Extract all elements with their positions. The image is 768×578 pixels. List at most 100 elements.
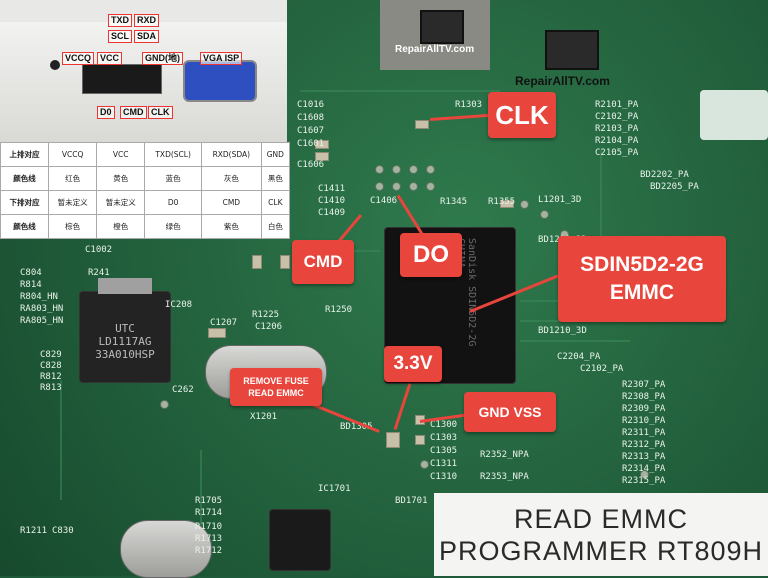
- crystal-oscillator-2: [120, 520, 212, 578]
- silk-r2315: R2315_PA: [622, 476, 666, 486]
- vga-port: [183, 60, 257, 102]
- callout-emmc-line2: EMMC: [609, 281, 675, 304]
- trace: [520, 340, 630, 342]
- silk-c830: C830: [52, 526, 74, 536]
- silk-r2104: R2104_PA: [595, 136, 639, 146]
- pin-label-d0: D0: [97, 106, 115, 119]
- silk-x1201: X1201: [250, 412, 278, 422]
- silk-c2102: C2102_PA: [580, 364, 624, 374]
- led-hole: [50, 60, 60, 70]
- table-cell: 黑色: [260, 166, 291, 191]
- silk-l1201: L1201_3D: [538, 195, 582, 205]
- silk-c1311: C1311: [430, 459, 458, 469]
- table-cell: D0: [144, 190, 202, 215]
- table-cell: 颜色线: [0, 214, 50, 239]
- table-cell: 橙色: [96, 214, 146, 239]
- trace: [60, 380, 62, 500]
- silk-r804: R804_HN: [20, 292, 58, 302]
- qfn-chip: [270, 510, 330, 570]
- title-banner: READ EMMC PROGRAMMER RT809H: [434, 493, 768, 576]
- callout-do: DO: [400, 233, 462, 277]
- table-cell: 颜色线: [0, 166, 50, 191]
- silk-c804: C804: [20, 268, 42, 278]
- callout-fuse-line1: REMOVE FUSE: [243, 376, 309, 386]
- silk-bd2205: BD2205_PA: [650, 182, 699, 192]
- callout-3v3: 3.3V: [384, 346, 442, 382]
- table-cell: 灰色: [200, 166, 262, 191]
- callout-emmc: SDIN5D2-2G EMMC: [558, 236, 726, 322]
- silk-r812: R812: [40, 372, 62, 382]
- silk-r2308: R2308_PA: [622, 392, 666, 402]
- watermark-tv-logo-right: [545, 30, 599, 70]
- callout-clk: CLK: [488, 92, 556, 138]
- silk-r1713: R1713: [195, 534, 223, 544]
- silk-bd2202: BD2202_PA: [640, 170, 689, 180]
- callout-fuse: REMOVE FUSE READ EMMC: [230, 368, 322, 406]
- table-row: 颜色线棕色橙色绿色紫色白色: [0, 214, 291, 239]
- trace: [200, 450, 202, 550]
- silk-r1705: R1705: [195, 496, 223, 506]
- silk-c262: C262: [172, 385, 194, 395]
- silk-bd1210: BD1210_3D: [538, 326, 587, 336]
- silk-r2314: R2314_PA: [622, 464, 666, 474]
- silk-r1714: R1714: [195, 508, 223, 518]
- silk-c1002: C1002: [85, 245, 113, 255]
- regulator-code: 33A010HSP: [95, 348, 155, 361]
- silk-r1355: R1355: [488, 197, 516, 207]
- silk-c1411: C1411: [318, 184, 346, 194]
- silk-c1608: C1608: [297, 113, 325, 123]
- pin-label-txd: TXD: [108, 14, 132, 27]
- silk-c1409: C1409: [318, 208, 346, 218]
- silk-c1206: C1206: [255, 322, 283, 332]
- table-cell: CMD: [200, 190, 262, 215]
- silk-r241: R241: [88, 268, 110, 278]
- table-cell: 蓝色: [144, 166, 202, 191]
- silk-c1410: C1410: [318, 196, 346, 206]
- table-cell: 下排对应: [0, 190, 50, 215]
- silk-r814: R814: [20, 280, 42, 290]
- regulator-brand: UTC: [115, 322, 135, 335]
- silk-r2307: R2307_PA: [622, 380, 666, 390]
- silk-c1406: C1406: [370, 196, 398, 206]
- title-line1: READ EMMC: [513, 503, 688, 534]
- table-cell: 黄色: [96, 166, 146, 191]
- silk-r813: R813: [40, 383, 62, 393]
- silk-c1607: C1607: [297, 126, 325, 136]
- silk-c1300: C1300: [430, 420, 458, 430]
- silk-c2204: C2204_PA: [557, 352, 601, 362]
- silk-r2313: R2313_PA: [622, 452, 666, 462]
- callout-emmc-line1: SDIN5D2-2G: [580, 253, 704, 276]
- table-cell: 红色: [48, 166, 98, 191]
- table-cell: 暂未定义: [96, 190, 146, 215]
- silk-c1016: C1016: [297, 100, 325, 110]
- watermark-text-right: RepairAllTV.com: [515, 74, 610, 88]
- silk-r1303: R1303: [455, 100, 483, 110]
- silk-ic208: IC208: [165, 300, 193, 310]
- silk-r1710: R1710: [195, 522, 223, 532]
- silk-c2105: C2105_PA: [595, 148, 639, 158]
- table-cell: 棕色: [48, 214, 98, 239]
- silk-r2310: R2310_PA: [622, 416, 666, 426]
- silk-r2101: R2101_PA: [595, 100, 639, 110]
- table-cell: RXD(SDA): [200, 142, 262, 167]
- silk-r2103: R2103_PA: [595, 124, 639, 134]
- table-cell: 暂未定义: [48, 190, 98, 215]
- table-cell: 白色: [260, 214, 291, 239]
- pin-label-vcc: VCC: [97, 52, 123, 65]
- silk-ic1701: IC1701: [318, 484, 351, 494]
- callout-gnd-vss: GND VSS: [464, 392, 556, 432]
- silk-r2309: R2309_PA: [622, 404, 666, 414]
- silk-c1606: C1606: [297, 160, 325, 170]
- silk-c1303: C1303: [430, 433, 458, 443]
- title-line2: PROGRAMMER RT809H: [438, 535, 764, 566]
- silk-c1305: C1305: [430, 446, 458, 456]
- silk-r2312: R2312_PA: [622, 440, 666, 450]
- trace: [300, 90, 500, 92]
- pin-label-scl: SCL: [108, 30, 132, 43]
- table-cell: 绿色: [144, 214, 202, 239]
- pin-label-vga-isp: VGA ISP: [200, 52, 243, 65]
- watermark-tv-logo-top: [420, 10, 464, 44]
- table-cell: 紫色: [200, 214, 262, 239]
